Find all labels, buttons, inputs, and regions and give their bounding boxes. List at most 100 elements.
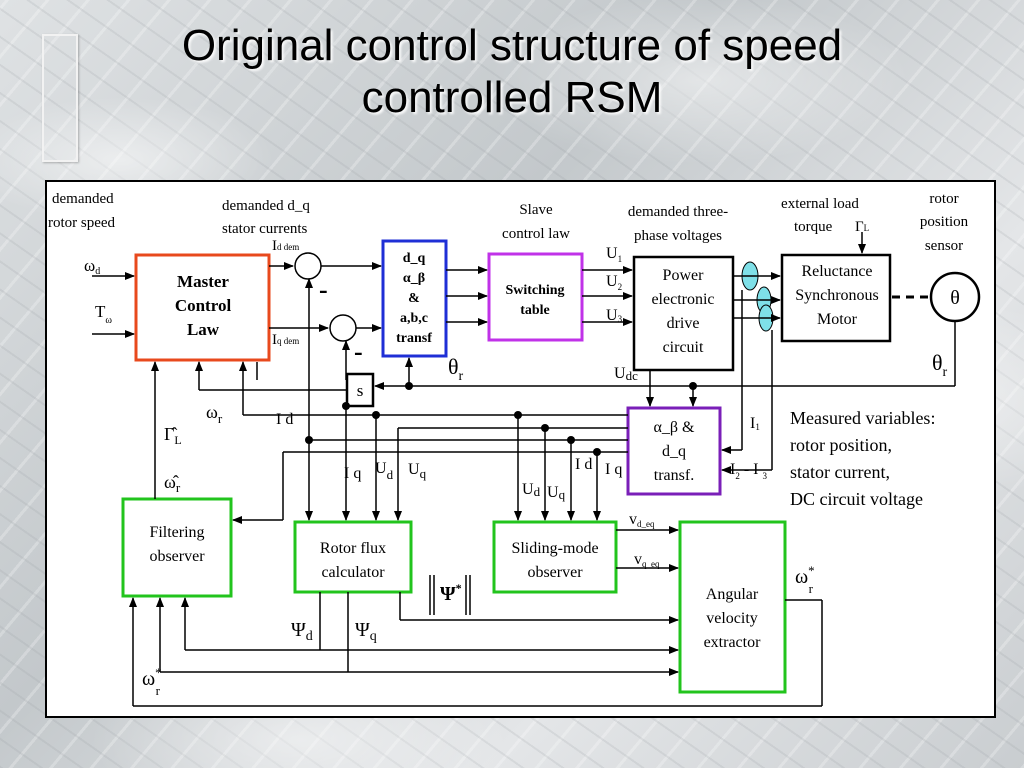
three-phase-label-1: demanded three- bbox=[628, 204, 728, 220]
slave-label-2: control law bbox=[502, 226, 570, 242]
power-label-2: electronic bbox=[651, 291, 714, 308]
power-label-1: Power bbox=[663, 267, 705, 284]
demanded-dq-label-2: stator currents bbox=[222, 221, 308, 237]
psi-q-symbol: Ψq bbox=[355, 619, 377, 644]
omega-r-symbol: ωr bbox=[206, 402, 223, 426]
demanded-speed-label-1: demanded bbox=[52, 191, 114, 207]
master-label-3: Law bbox=[187, 320, 220, 339]
angular-label-2: velocity bbox=[706, 610, 758, 627]
rotor-sensor-label-3: sensor bbox=[925, 238, 963, 254]
power-electronic-block bbox=[632, 255, 735, 372]
torque-symbol: Tω bbox=[95, 302, 112, 326]
switching-label-1: Switching bbox=[505, 283, 564, 298]
dq-label-5: transf bbox=[396, 331, 432, 346]
rotor-sensor-label-2: position bbox=[920, 214, 969, 230]
gamma-hat-symbol: Γ̂L bbox=[164, 424, 182, 447]
s-block bbox=[345, 372, 375, 408]
uq-symbol-sliding: Uq bbox=[547, 484, 566, 502]
flux-label-2: calculator bbox=[321, 564, 385, 581]
flux-label-1: Rotor flux bbox=[320, 540, 386, 557]
measured-label-1: Measured variables: bbox=[790, 408, 935, 428]
uq-symbol-flux: Uq bbox=[408, 461, 427, 481]
filter-label-1: Filtering bbox=[149, 524, 204, 541]
i1-symbol: I1 bbox=[750, 415, 760, 432]
switching-label-2: table bbox=[520, 303, 550, 318]
signal-wires bbox=[92, 232, 956, 707]
sensor-theta-label: θ bbox=[950, 287, 960, 309]
power-label-3: drive bbox=[667, 315, 700, 332]
rotor-flux-calculator-block bbox=[293, 520, 413, 594]
master-control-law-block bbox=[134, 253, 271, 362]
ab-label-3: transf. bbox=[654, 467, 694, 484]
psi-norm-symbol: Ψ* bbox=[440, 581, 462, 605]
theta-r-symbol-right: θr bbox=[932, 350, 948, 380]
udc-symbol: Udc bbox=[614, 365, 638, 383]
dq-transform-block bbox=[381, 239, 448, 358]
u1-symbol: U1 bbox=[606, 245, 622, 264]
motor-label-3: Motor bbox=[817, 311, 858, 328]
dq-label-2: α_β bbox=[403, 271, 425, 286]
dq-label-4: a,b,c bbox=[400, 311, 428, 326]
u3-symbol: U3 bbox=[606, 307, 623, 324]
ud-symbol-sliding: Ud bbox=[522, 481, 541, 499]
omega-r-star-left: ω*r bbox=[142, 665, 162, 698]
gamma-load-symbol: ΓL bbox=[855, 219, 869, 235]
measured-label-3: stator current, bbox=[790, 462, 890, 482]
minus-sign-d: - bbox=[319, 275, 328, 304]
switching-table-block bbox=[487, 252, 584, 342]
angular-label-1: Angular bbox=[706, 586, 759, 603]
angular-label-3: extractor bbox=[704, 634, 762, 651]
sliding-label-1: Sliding-mode bbox=[511, 540, 598, 557]
master-label-1: Master bbox=[177, 272, 229, 291]
ext-load-label-2: torque bbox=[794, 219, 833, 235]
s-label: s bbox=[357, 381, 364, 400]
measured-label-2: rotor position, bbox=[790, 435, 892, 455]
iq-symbol: I q bbox=[344, 465, 361, 482]
omega-d-symbol: ωd bbox=[84, 256, 100, 277]
motor-label-2: Synchronous bbox=[795, 287, 879, 304]
ud-symbol-flux: Ud bbox=[375, 460, 394, 482]
angular-velocity-extractor-block bbox=[678, 520, 787, 694]
ab-label-2: d_q bbox=[662, 443, 686, 460]
iq-dem-symbol: Iq dem bbox=[272, 332, 299, 348]
ext-load-label-1: external load bbox=[781, 196, 859, 212]
id-symbol-sliding: I d bbox=[575, 456, 592, 473]
decorative-frame bbox=[42, 34, 78, 162]
motor-label-1: Reluctance bbox=[801, 263, 872, 280]
power-label-4: circuit bbox=[663, 339, 704, 356]
demanded-dq-label-1: demanded d_q bbox=[222, 198, 310, 214]
three-phase-label-2: phase voltages bbox=[634, 228, 722, 244]
filter-label-2: observer bbox=[149, 548, 205, 565]
motor-block bbox=[780, 253, 892, 343]
u2-symbol: U2 bbox=[606, 273, 622, 292]
dq-label-3: & bbox=[408, 291, 420, 306]
id-dem-symbol: Id dem bbox=[272, 238, 299, 254]
sliding-mode-observer-block bbox=[492, 520, 618, 594]
master-label-2: Control bbox=[175, 296, 232, 315]
theta-r-symbol-left: θr bbox=[448, 354, 464, 384]
omega-hat-symbol: ω̂r bbox=[164, 472, 181, 495]
id-symbol: I d bbox=[276, 411, 293, 428]
psi-norm-bars bbox=[429, 575, 471, 615]
junction-dots bbox=[305, 382, 697, 456]
vd-eq-symbol: vd_eq bbox=[629, 511, 655, 529]
sum-junction-q bbox=[329, 314, 357, 342]
iq-symbol-sliding: I q bbox=[605, 461, 622, 478]
i2-i3-symbol: I2 - I 3 bbox=[730, 461, 767, 481]
demanded-speed-label-2: rotor speed bbox=[48, 215, 116, 231]
sliding-label-2: observer bbox=[527, 564, 583, 581]
psi-d-symbol: Ψd bbox=[291, 619, 313, 644]
measured-label-4: DC circuit voltage bbox=[790, 489, 923, 509]
dq-label-1: d_q bbox=[403, 251, 426, 266]
ab-label-1: α_β & bbox=[654, 419, 696, 436]
vq-eq-symbol: vq_eq bbox=[634, 551, 660, 569]
minus-sign-q: - bbox=[354, 337, 363, 366]
rotor-sensor-label-1: rotor bbox=[929, 191, 958, 207]
sum-junction-d bbox=[294, 252, 322, 280]
filtering-observer-block bbox=[121, 497, 233, 598]
slave-label-1: Slave bbox=[519, 202, 553, 218]
omega-r-star-right: ω*r bbox=[795, 563, 815, 596]
alpha-beta-dq-block bbox=[626, 406, 722, 496]
